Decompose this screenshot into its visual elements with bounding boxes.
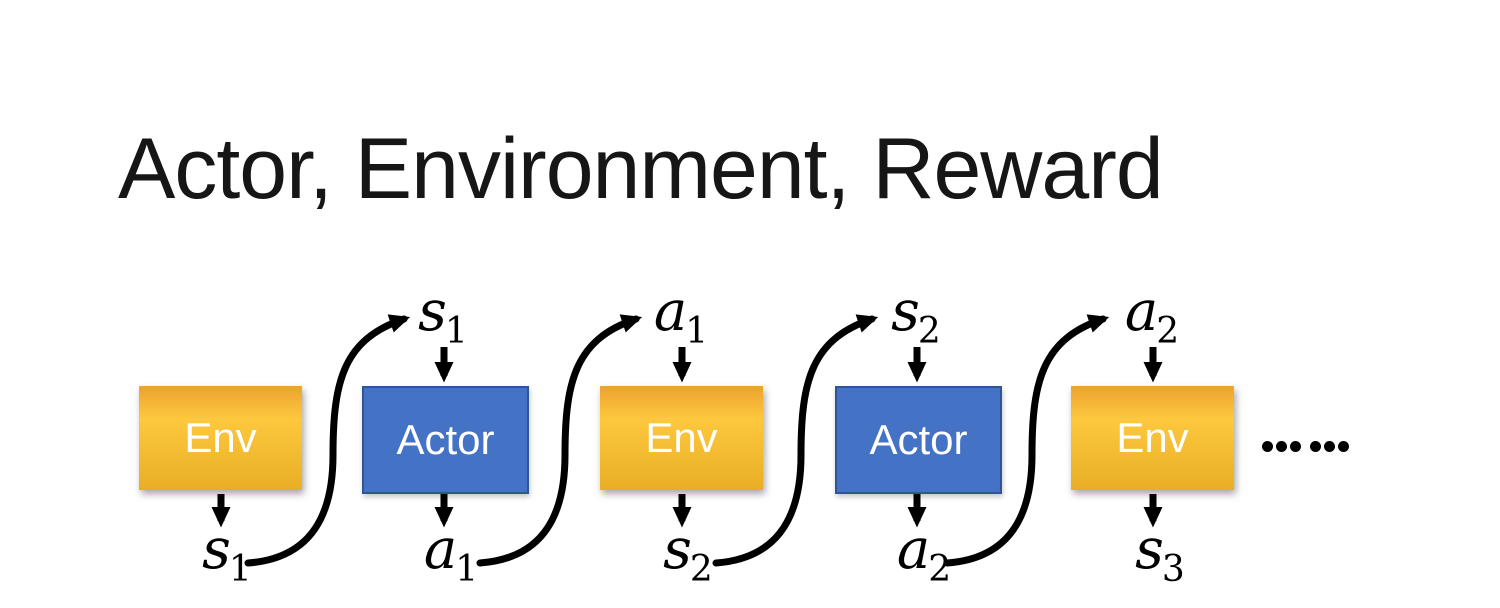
env-box-1: Env [139,386,302,490]
page-title: Actor, Environment, Reward [118,121,1164,217]
top-label-s1: s1 [418,279,468,352]
bottom-label-s2: s2 [663,517,713,590]
actor-box-2: Actor [835,386,1002,494]
top-label-a2: a2 [1124,279,1180,352]
env-box-3: Env [1071,386,1234,490]
curve-arrow-s1 [244,314,411,567]
curve-arrow-a1 [476,314,643,567]
bottom-label-a2: a2 [896,517,952,590]
actor-box-2-label: Actor [869,416,968,463]
env-box-2-label: Env [645,414,718,461]
top-label-a1: a1 [653,279,709,352]
curve-arrow-s2 [712,314,879,567]
bottom-label-a1: a1 [423,517,479,590]
actor-box-1: Actor [362,386,529,494]
env-box-2: Env [600,386,763,490]
curve-arrow-a2 [943,314,1110,567]
top-label-s2: s2 [891,279,941,352]
bottom-label-s1: s1 [202,517,252,590]
actor-box-1-label: Actor [396,416,495,463]
continuation-ellipsis-icon [1262,441,1349,452]
env-box-3-label: Env [1116,414,1189,461]
env-box-1-label: Env [184,414,257,461]
bottom-label-s3: s3 [1135,517,1185,590]
